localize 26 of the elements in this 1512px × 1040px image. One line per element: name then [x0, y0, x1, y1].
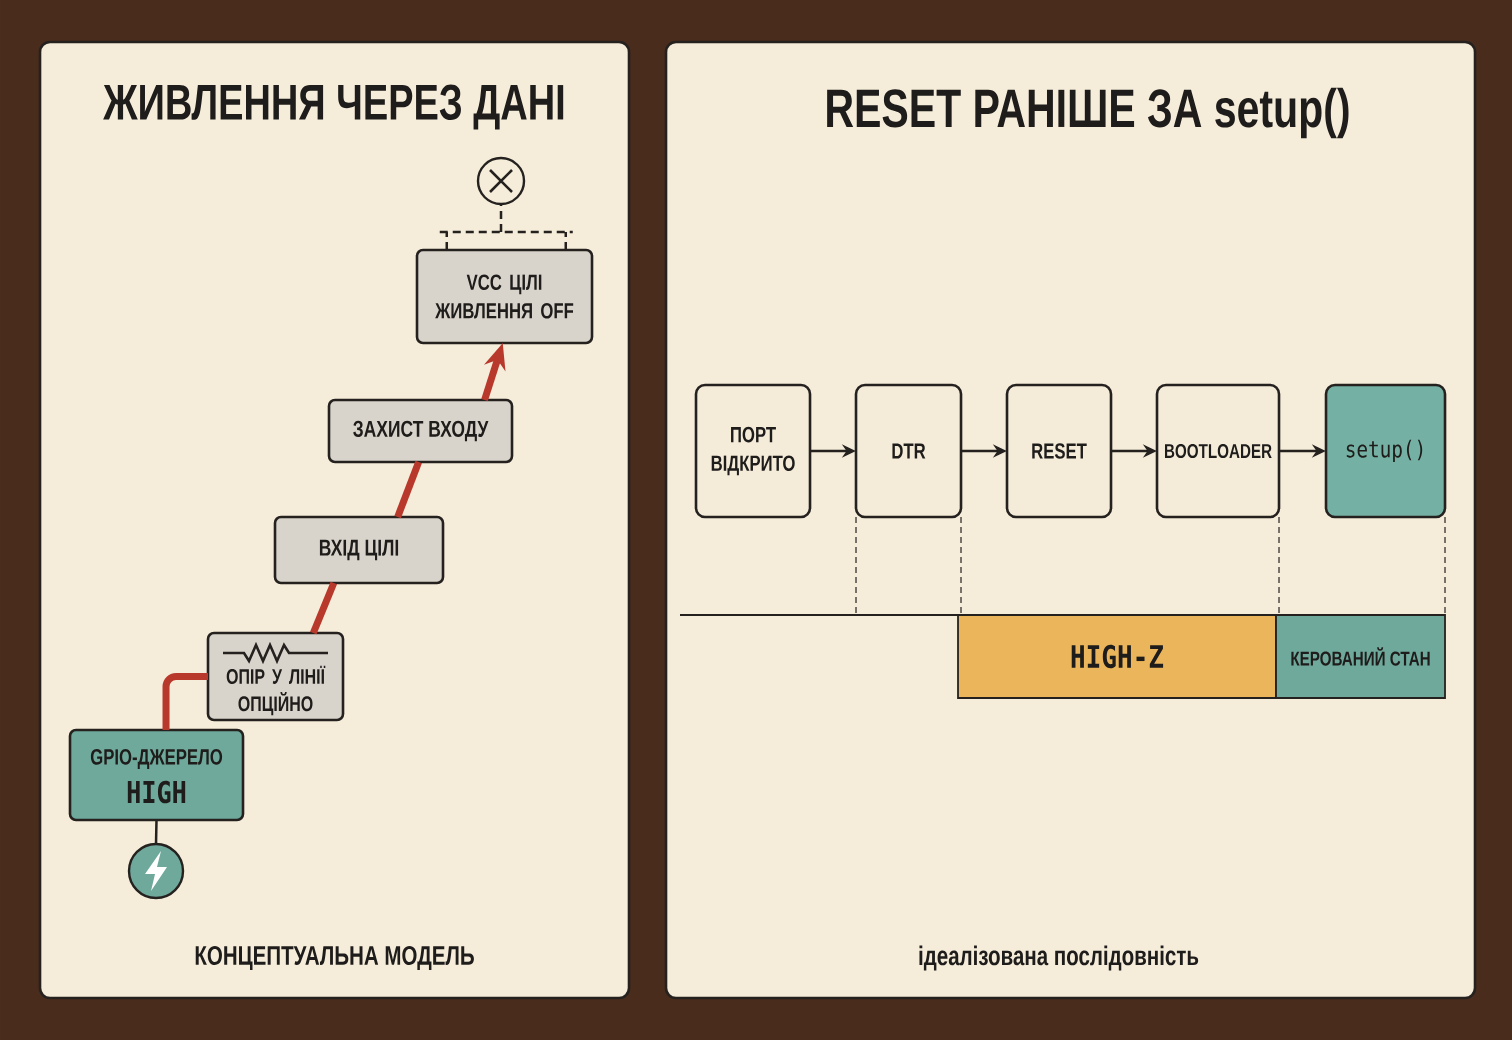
process-box: BOOTLOADER	[1155, 383, 1281, 519]
connector-line	[154, 819, 158, 845]
process-box: VCC ЦІЛІ ЖИВЛЕННЯ OFF	[415, 248, 594, 345]
panel-heading: ЖИВЛЕННЯ ЧЕРЕЗ ДАНІ	[103, 84, 564, 130]
process-box: ЗАХИСТ ВХОДУ	[327, 398, 514, 464]
guide-line	[855, 516, 857, 616]
process-box: ВХІД ЦІЛІ	[273, 515, 445, 585]
process-box: ОПІР У ЛІНІЇ ОПЦІЙНО	[206, 631, 345, 722]
process-box: DTR	[854, 383, 963, 519]
guide-line	[1444, 516, 1446, 616]
panel-caption: КОНЦЕПТУАЛЬНА МОДЕЛЬ	[195, 945, 474, 971]
crossed-circle	[476, 156, 526, 206]
process-box: setup()	[1324, 383, 1447, 519]
source-box: GPIO-ДЖЕРЕЛО HIGH	[68, 728, 245, 822]
panel-heading: RESET РАНІШЕ ЗА setup()	[827, 87, 1349, 139]
connector-line	[394, 460, 422, 519]
guide-line	[960, 516, 962, 616]
connector-line	[310, 581, 338, 635]
state-bar: HIGH-Z	[957, 614, 1277, 699]
dashed-line	[438, 202, 574, 252]
process-box: RESET	[1005, 383, 1113, 519]
guide-line	[1278, 516, 1280, 616]
lightning-icon	[127, 842, 185, 900]
panel-caption: ідеалізована послідовність	[919, 945, 1199, 971]
state-bar: КЕРОВАНИЙ СТАН	[1275, 614, 1446, 699]
process-box: ПОРТ ВІДКРИТО	[694, 383, 812, 519]
